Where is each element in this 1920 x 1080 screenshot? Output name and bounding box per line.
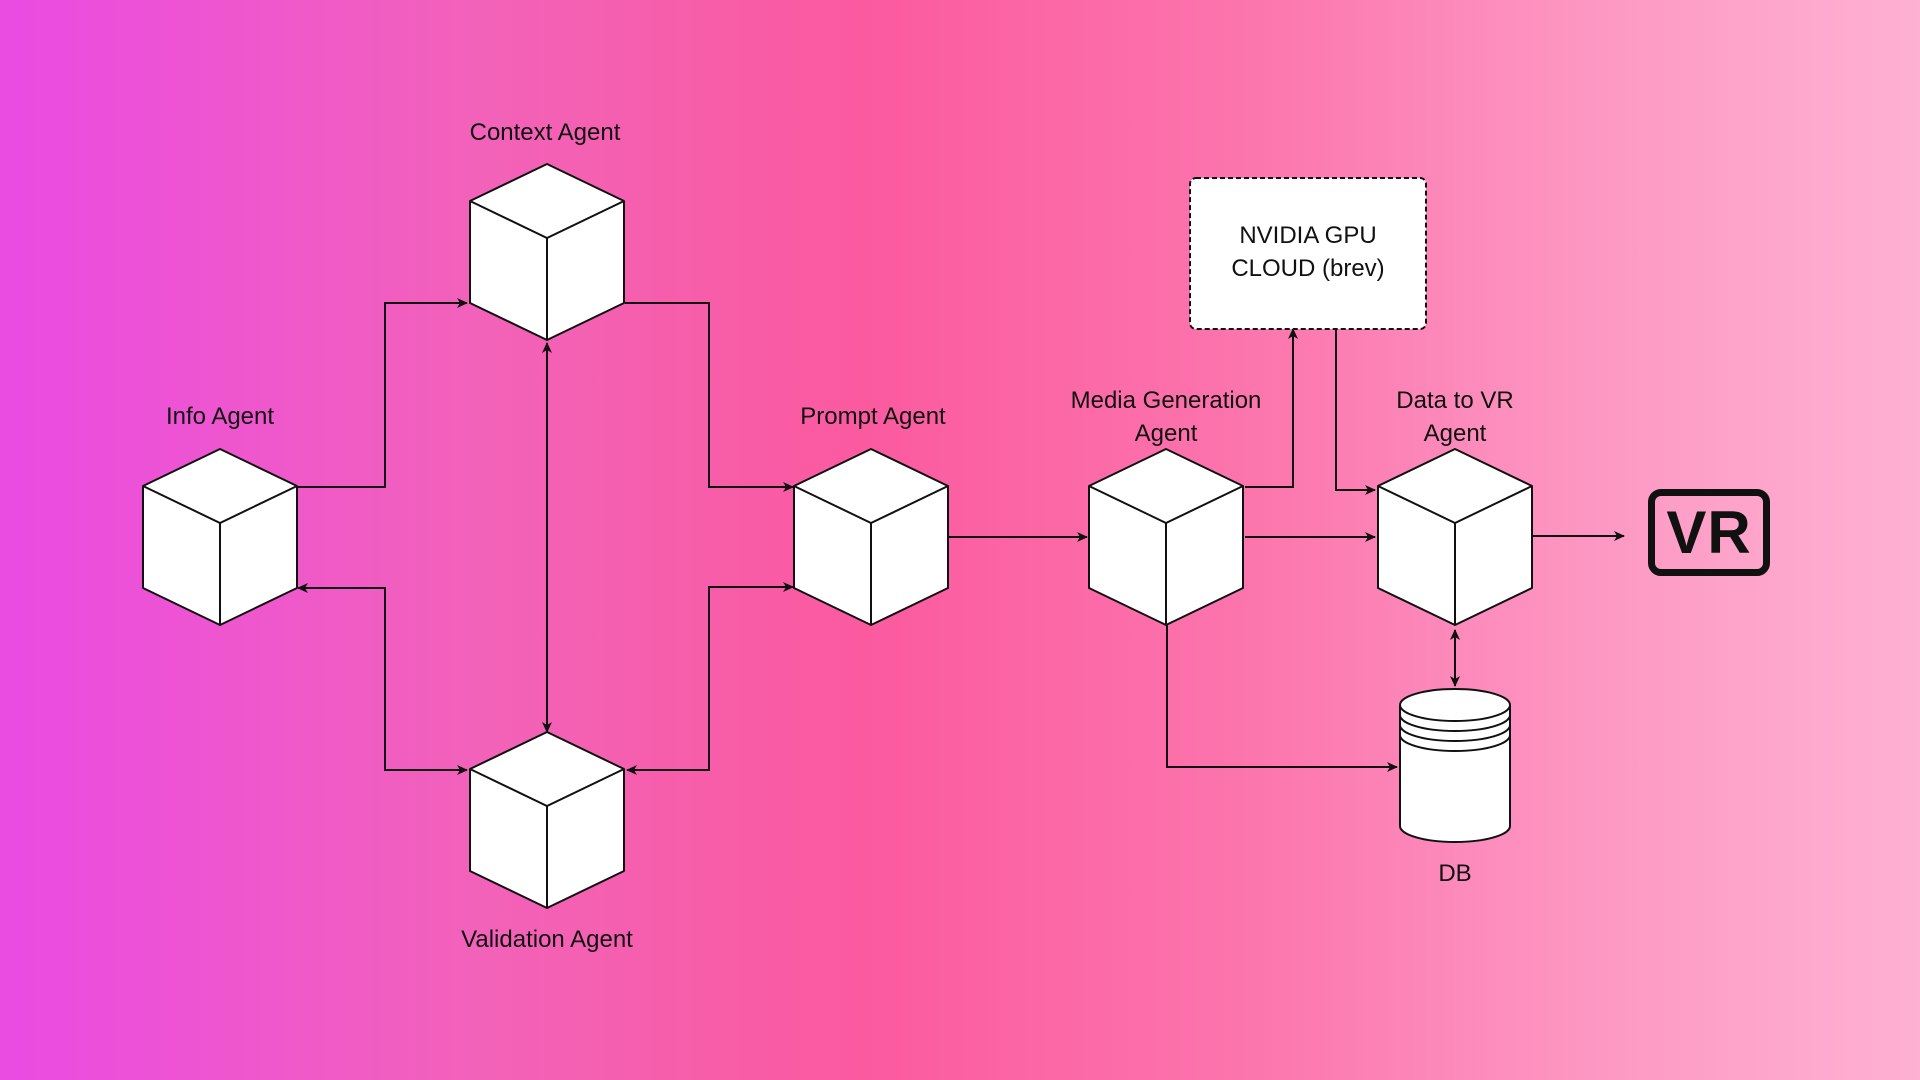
media-generation-agent-label: Media Generation Agent (1071, 384, 1262, 450)
agent-cubes (142, 163, 1533, 909)
edge-validation-to-info (297, 583, 467, 771)
db-cylinder[interactable] (1399, 688, 1511, 843)
validation-agent-cube[interactable] (469, 731, 625, 909)
data-to-vr-agent-label: Data to VR Agent (1396, 384, 1513, 450)
edge-gpu-to-datavr (1335, 328, 1376, 495)
data-to-vr-agent-label-line2: Agent (1423, 420, 1487, 447)
data-to-vr-agent-label-line1: Data to VR (1396, 387, 1514, 414)
gpu-cloud-line1: NVIDIA GPU (1239, 222, 1377, 249)
media-generation-agent-label-line2: Agent (1134, 420, 1198, 447)
gpu-cloud-box[interactable] (1189, 177, 1427, 330)
edge-context-to-prompt (625, 302, 794, 492)
vr-badge-text: VR (1666, 499, 1752, 566)
vr-badge[interactable]: VR (1648, 489, 1770, 576)
edge-media-to-gpu (1245, 328, 1298, 488)
edge-media-to-db (1166, 622, 1398, 772)
info-agent-cube[interactable] (142, 448, 298, 626)
edge-info-to-validation (384, 588, 468, 775)
prompt-agent-cube[interactable] (793, 448, 949, 626)
edge-prompt-validation (626, 582, 794, 775)
context-agent-cube[interactable] (469, 163, 625, 341)
edge-info-to-context (297, 298, 468, 488)
gpu-cloud-text: NVIDIA GPU CLOUD (brev) (1190, 178, 1426, 326)
data-to-vr-agent-cube[interactable] (1377, 448, 1533, 626)
media-generation-agent-cube[interactable] (1088, 448, 1244, 626)
context-agent-label: Context Agent (469, 119, 621, 146)
gpu-cloud-line2: CLOUD (brev) (1231, 255, 1385, 282)
connectors (297, 298, 1625, 775)
info-agent-label: Info Agent (165, 403, 275, 430)
media-generation-agent-label-line1: Media Generation (1070, 387, 1262, 414)
db-label: DB (1438, 860, 1472, 887)
validation-agent-label: Validation Agent (461, 926, 633, 953)
prompt-agent-label: Prompt Agent (800, 403, 946, 430)
